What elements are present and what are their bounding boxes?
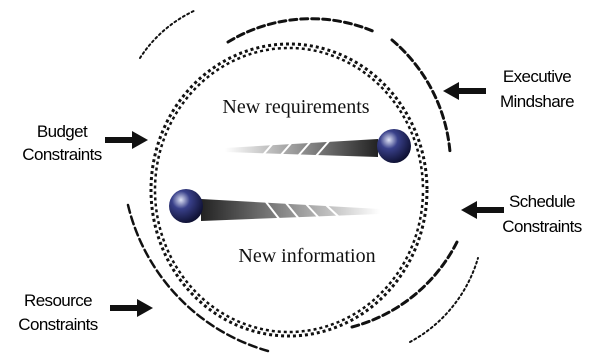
force-arrow-icon xyxy=(443,82,486,100)
outer-arc-bottom-right xyxy=(350,238,460,329)
outer-arcs xyxy=(126,9,479,353)
outer-arc-top xyxy=(226,17,377,44)
force-arrow-icon xyxy=(110,299,153,317)
label-new-information: New information xyxy=(238,245,375,267)
sphere-icon xyxy=(377,129,411,163)
executive-label-line2: Mindshare xyxy=(500,92,574,111)
force-resource: Resource Constraints xyxy=(18,291,153,334)
label-new-requirements: New requirements xyxy=(222,96,369,118)
outer-arc-far-right-dotted xyxy=(409,257,479,343)
force-budget: Budget Constraints xyxy=(22,122,148,164)
force-executive: Executive Mindshare xyxy=(443,67,575,111)
central-circle xyxy=(149,42,429,338)
executive-label-line1: Executive xyxy=(503,67,571,86)
motion-streak-icon xyxy=(225,139,378,157)
schedule-label-line1: Schedule xyxy=(509,192,575,211)
sphere-icon xyxy=(169,189,203,223)
force-schedule: Schedule Constraints xyxy=(461,192,582,236)
budget-label-line1: Budget xyxy=(37,122,88,141)
motion-streak-icon xyxy=(201,199,380,221)
budget-label-line2: Constraints xyxy=(22,145,101,164)
resource-label-line2: Constraints xyxy=(18,315,97,334)
outer-arc-right xyxy=(390,38,452,154)
force-arrow-icon xyxy=(105,131,148,149)
outer-arc-left xyxy=(126,203,270,353)
resource-label-line1: Resource xyxy=(24,291,92,310)
outer-arc-left-dotted xyxy=(139,9,197,59)
schedule-label-line2: Constraints xyxy=(502,217,581,236)
force-arrow-icon xyxy=(461,201,504,219)
